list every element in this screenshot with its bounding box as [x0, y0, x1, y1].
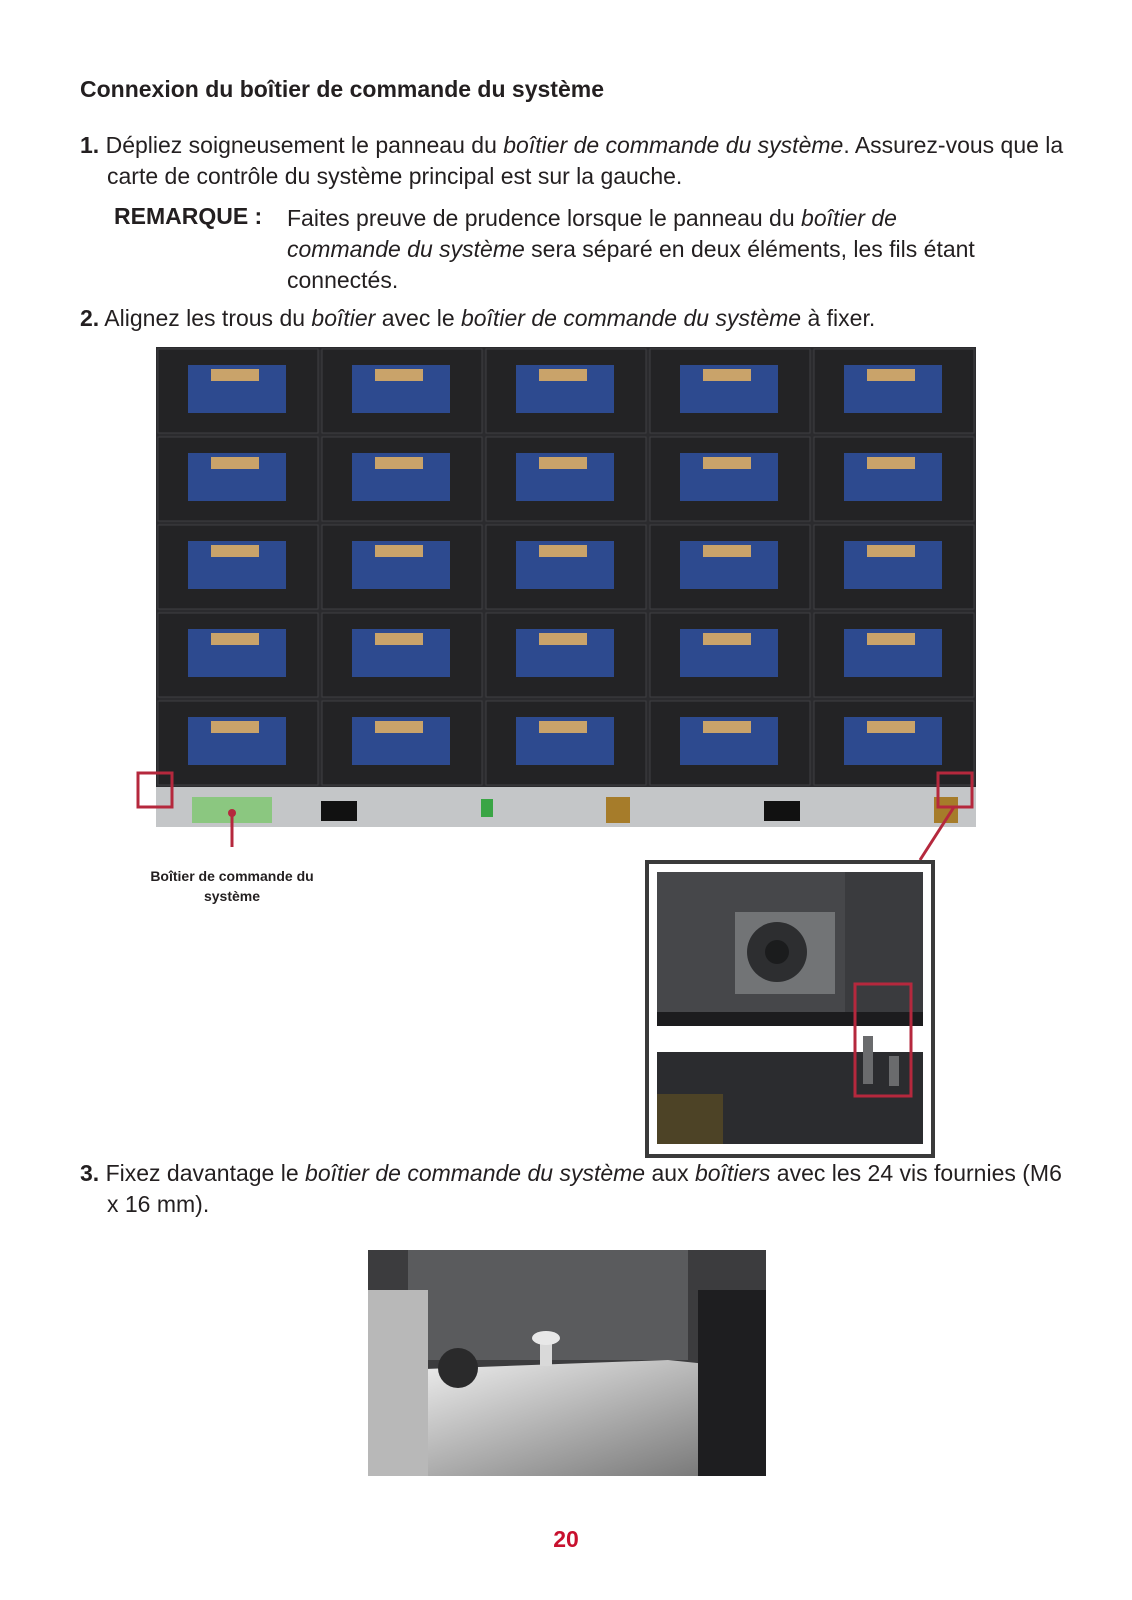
step-text: Dépliez soigneusement le panneau du: [99, 132, 504, 158]
module-connector: [375, 633, 423, 645]
callout-label: Boîtier de commande du système: [132, 866, 332, 906]
screw-head: [532, 1331, 560, 1345]
callout-dot: [228, 809, 236, 817]
module-connector: [211, 369, 259, 381]
dark-edge: [698, 1290, 766, 1476]
strip-component: [321, 801, 357, 821]
connector-center: [765, 940, 789, 964]
module-connector: [375, 721, 423, 733]
note-emphasis: boîtier de commande du système: [287, 205, 897, 262]
step-text: avec le: [375, 305, 462, 331]
step-2: 2. Alignez les trous du boîtier avec le …: [80, 303, 1067, 334]
step-number: 2.: [80, 305, 100, 331]
module-connector: [703, 457, 751, 469]
cabinet-side: [368, 1290, 428, 1476]
strip-component: [481, 799, 493, 817]
module-connector: [867, 545, 915, 557]
module-connector: [703, 721, 751, 733]
module-connector: [539, 633, 587, 645]
module-connector: [211, 633, 259, 645]
strip-component: [606, 797, 630, 823]
step-text: avec les 24 vis fournies (M6 x 16 mm).: [107, 1160, 1062, 1217]
module-connector: [211, 545, 259, 557]
module-connector: [703, 545, 751, 557]
module-connector: [539, 457, 587, 469]
cabinet-frame: [649, 524, 811, 610]
step-text: à fixer.: [801, 305, 876, 331]
module-connector: [539, 369, 587, 381]
step-text: Alignez les trous du: [99, 305, 312, 331]
module-connector: [375, 545, 423, 557]
step-number: 1.: [80, 132, 100, 158]
note-text-part: sera séparé en deux éléments, les fils é…: [287, 236, 975, 293]
module-connector: [867, 633, 915, 645]
control-box-part: [657, 1094, 723, 1144]
module-connector: [539, 721, 587, 733]
cabinet-edge: [657, 1012, 923, 1026]
module-connector: [703, 633, 751, 645]
page-number: 20: [553, 1526, 579, 1552]
control-strip: [156, 787, 976, 827]
step-text: aux: [645, 1160, 695, 1186]
module-connector: [867, 721, 915, 733]
module-connector: [375, 369, 423, 381]
step-emphasis: boîtier de commande du système: [503, 132, 844, 158]
module-connector: [211, 721, 259, 733]
callout-line: système: [203, 888, 261, 904]
strip-component: [764, 801, 800, 821]
callout-line: Boîtier de commande du: [150, 868, 314, 884]
step-number: 3.: [80, 1160, 100, 1186]
step-emphasis: boîtiers: [694, 1160, 771, 1186]
module-connector: [211, 457, 259, 469]
module-connector: [867, 369, 915, 381]
alignment-pin: [889, 1056, 899, 1086]
step-emphasis: boîtier de commande du système: [461, 305, 802, 331]
alignment-pin: [863, 1036, 873, 1084]
note-label: REMARQUE :: [114, 203, 263, 229]
step-text: Fixez davantage le: [99, 1160, 306, 1186]
inset-leader: [918, 806, 956, 861]
control-box-face: [398, 1360, 766, 1476]
module-connector: [539, 545, 587, 557]
section-heading: Connexion du boîtier de commande du syst…: [80, 76, 604, 102]
led-wall-illustration: [136, 347, 976, 861]
cabinet-grid: [157, 348, 975, 786]
module-connector: [867, 457, 915, 469]
module-connector: [703, 369, 751, 381]
step-1: 1. Dépliez soigneusement le panneau du b…: [80, 130, 1067, 192]
pin-highlight: [853, 982, 913, 1098]
highlight-right-corner: [936, 771, 974, 809]
highlight-left-corner: [136, 771, 174, 809]
module-connector: [375, 457, 423, 469]
step-emphasis: boîtier: [311, 305, 376, 331]
step-text: . Assurez-vous que la carte de contrôle …: [107, 132, 1064, 189]
connector: [438, 1348, 478, 1388]
note-text-part: Faites preuve de prudence lorsque le pan…: [287, 205, 802, 231]
step-3: 3. Fixez davantage le boîtier de command…: [80, 1158, 1067, 1220]
note-text: Faites preuve de prudence lorsque le pan…: [287, 203, 1017, 296]
detail-inset: [645, 860, 935, 1158]
screw-installation-photo: [368, 1250, 766, 1476]
step-emphasis: boîtier de commande du système: [305, 1160, 646, 1186]
